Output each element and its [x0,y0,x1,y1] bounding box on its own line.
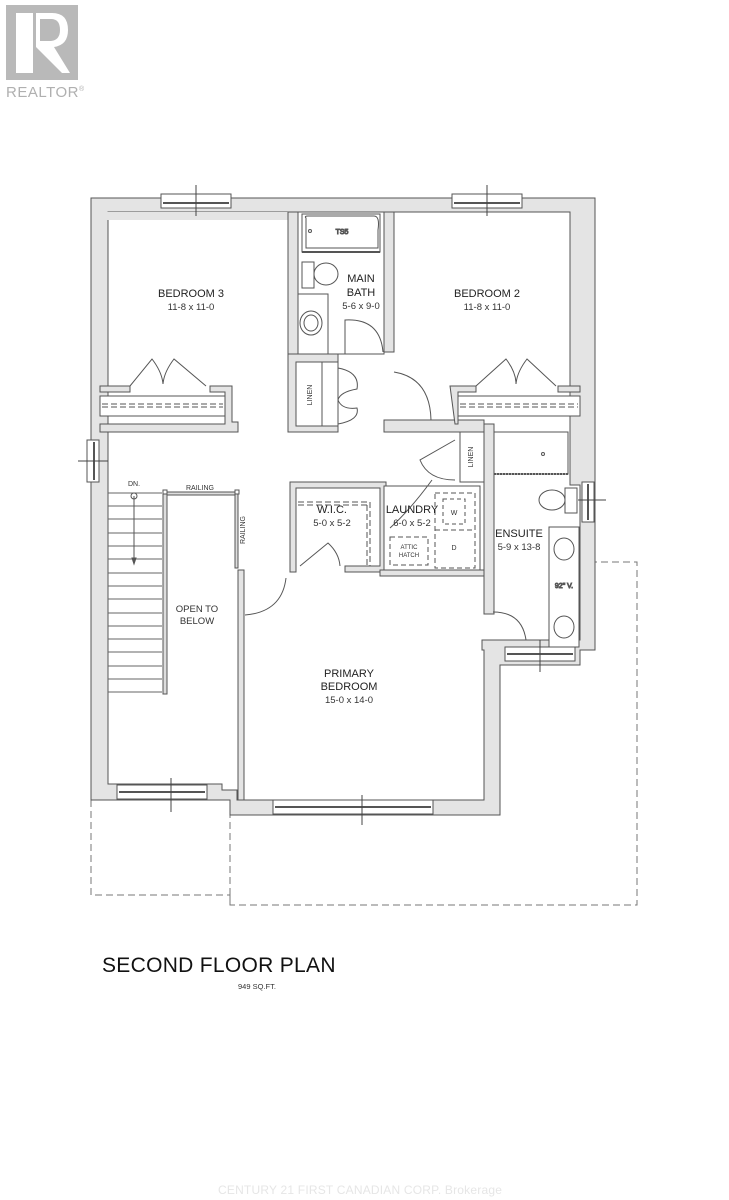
railing-label-horizontal: RAILING [186,485,214,492]
washer-label: W [451,510,458,517]
open-below-1: OPEN TO [176,604,218,615]
stairs-down-label: DN. [128,481,140,488]
bedroom3-dims: 11-8 x 11-0 [168,302,215,313]
railing-label-vertical: RAILING [240,516,247,544]
realtor-r-icon [6,5,78,80]
attic-hatch-2: HATCH [399,553,419,559]
vanity-label: 92" V. [555,583,573,590]
dryer-label: D [451,545,456,552]
bedroom3-name: BEDROOM 3 [158,288,224,300]
main-bath-name-2: BATH [347,287,376,299]
primary-name-1: PRIMARY [324,668,375,680]
laundry-dims: 6-0 x 5-2 [393,518,431,529]
brokerage-watermark: CENTURY 21 FIRST CANADIAN CORP. Brokerag… [218,1183,503,1197]
plan-area: 949 SQ.FT. [238,982,276,991]
plan-title: SECOND FLOOR PLAN [102,954,336,977]
linen-label-1: LINEN [307,385,314,406]
wic-dims: 5-0 x 5-2 [313,518,351,529]
main-bath-name-1: MAIN [347,273,375,285]
bedroom2-dims: 11-8 x 11-0 [464,302,511,313]
attic-hatch-1: ATTIC [401,545,419,551]
linen-label-2: LINEN [468,447,475,468]
primary-name-2: BEDROOM [321,681,378,693]
laundry-name: LAUNDRY [386,504,439,516]
main-bath-dims: 5-6 x 9-0 [342,301,380,312]
ensuite-dims: 5-9 x 13-8 [498,542,541,553]
bedroom2-name: BEDROOM 2 [454,288,520,300]
open-below-2: BELOW [180,616,214,627]
wic-name: W.I.C. [317,504,347,516]
realtor-logo: REALTOR® [4,5,85,101]
primary-dims: 15-0 x 14-0 [325,695,373,706]
ensuite-name: ENSUITE [495,528,543,540]
realtor-logo-text: REALTOR® [6,84,85,101]
tub-label: TS5 [336,229,349,236]
